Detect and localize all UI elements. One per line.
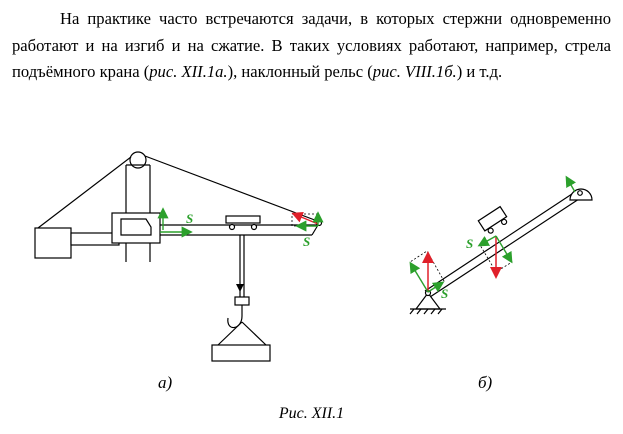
inclined-rail: [424, 189, 579, 292]
front-stay: [144, 155, 321, 223]
figure-ref-b: рис. VIII.1б.: [372, 62, 457, 81]
top-pulley: [129, 151, 147, 169]
counterweight: [34, 227, 72, 259]
crane-diagram: [34, 151, 323, 362]
hook: [227, 305, 243, 329]
cart: [477, 205, 508, 234]
label-b: б): [478, 373, 493, 392]
rail-forces: [409, 175, 577, 293]
force-label-rail-2: S: [441, 286, 448, 301]
figure: S S S: [34, 151, 593, 362]
crane-forces: [157, 207, 324, 292]
figure-caption: Рис. XII.1: [278, 405, 345, 422]
force-label-crane-2: S: [303, 234, 310, 249]
trolley: [225, 215, 261, 224]
back-stay: [37, 156, 132, 229]
paragraph-text: На практике часто встречаются задачи, в …: [12, 9, 611, 81]
paragraph: На практике часто встречаются задачи, в …: [12, 6, 611, 86]
figure-ref-a: рис. XII.1а.: [149, 62, 228, 81]
inclined-rail-diagram: [409, 188, 593, 315]
force-label-rail-1: S: [466, 236, 473, 251]
load: [211, 344, 271, 362]
force-label-crane-1: S: [186, 211, 193, 226]
label-a: а): [158, 373, 173, 392]
